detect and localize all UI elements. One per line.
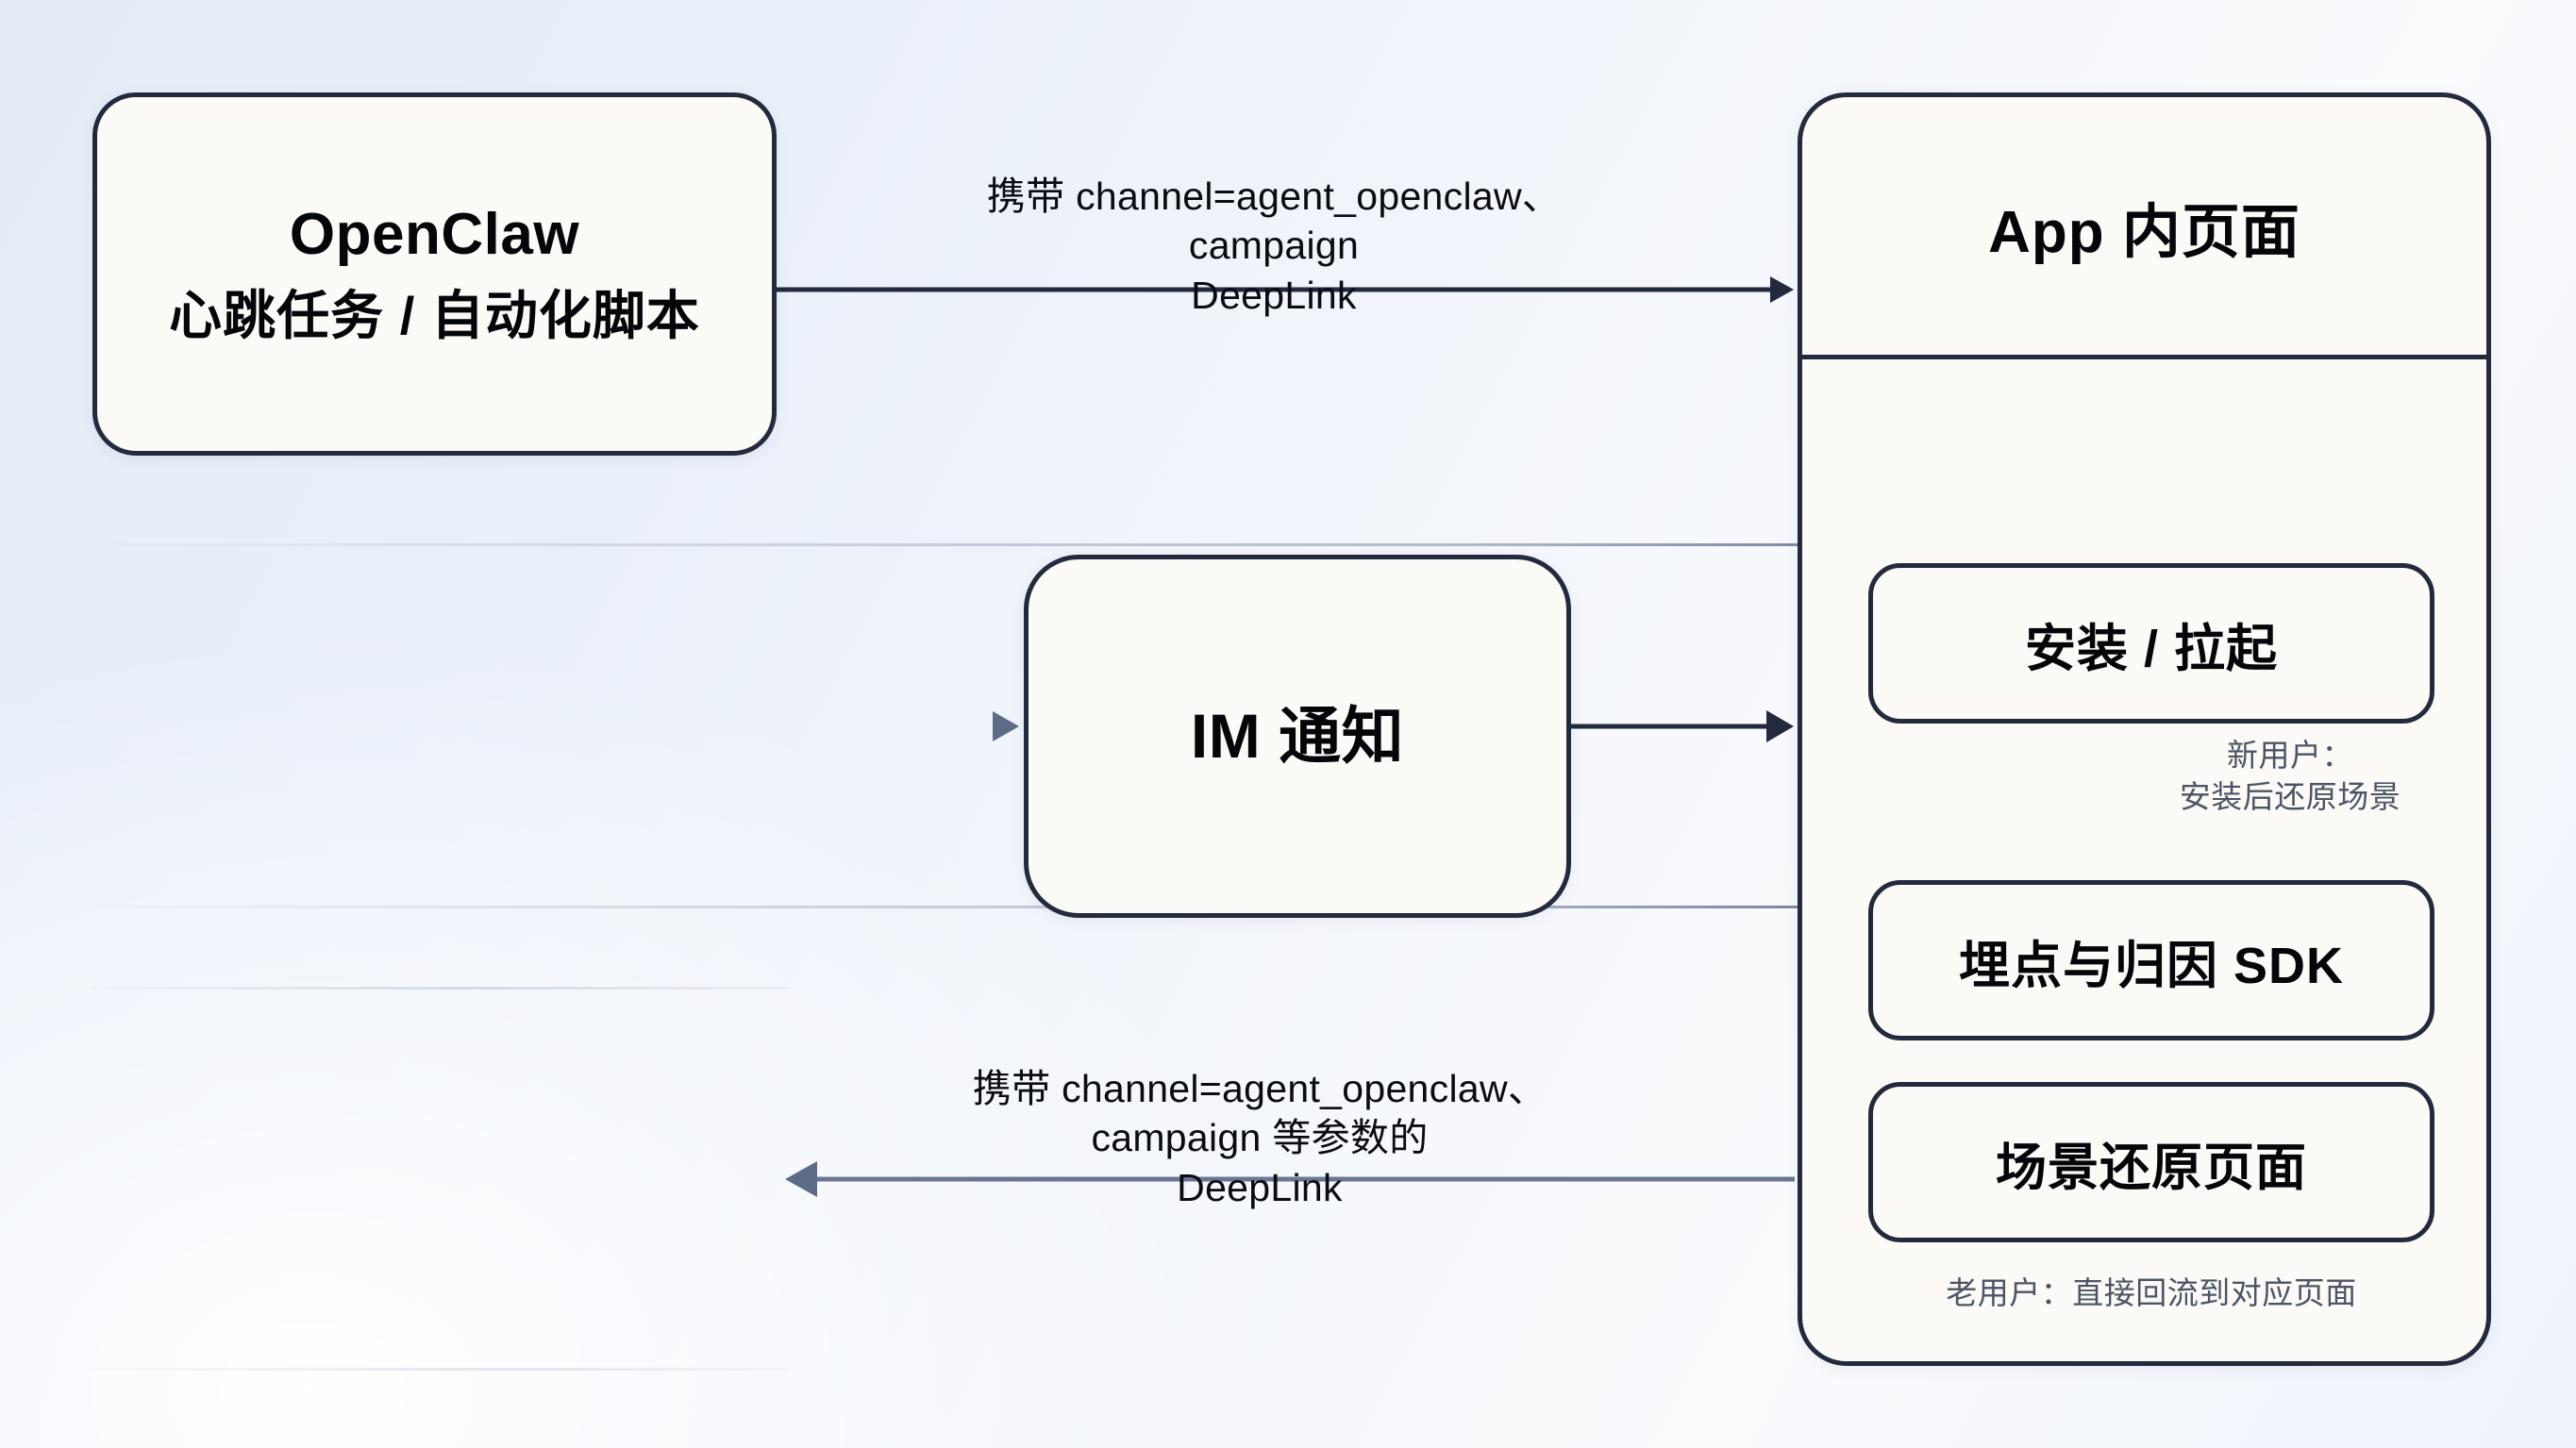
caption-old-user: 老用户：直接回流到对应页面 xyxy=(1946,1275,2357,1310)
edge-ghost-to-im xyxy=(396,711,1019,741)
sub-node-scene-restore-page[interactable]: 场景还原页面 xyxy=(1868,1082,2434,1242)
sub-node-tracking-sdk[interactable]: 埋点与归因 SDK xyxy=(1868,880,2434,1040)
node-im-notification[interactable]: IM 通知 xyxy=(1024,555,1571,918)
decor-line-2 xyxy=(92,906,1829,908)
sub-node-install-launch[interactable]: 安装 / 拉起 xyxy=(1868,563,2434,724)
edge-label-app-to-left: 携带 channel=agent_openclaw、 campaign 等参数的… xyxy=(972,1067,1547,1209)
app-container-header: App 内页面 xyxy=(1988,199,2300,265)
node-im-title: IM 通知 xyxy=(1190,700,1405,771)
decor-line-1 xyxy=(92,543,1857,546)
caption-new-user: 新用户： 安装后还原场景 xyxy=(2179,738,2401,814)
edge-label-openclaw-to-app: 携带 channel=agent_openclaw、 campaign Deep… xyxy=(986,175,1562,317)
node-openclaw-subtitle: 心跳任务 / 自动化脚本 xyxy=(169,286,700,346)
node-openclaw-title: OpenClaw xyxy=(289,202,580,268)
app-container-divider xyxy=(1802,355,2486,359)
decor-line-4 xyxy=(92,1368,791,1371)
decor-line-3 xyxy=(92,987,791,990)
node-openclaw[interactable]: OpenClaw 心跳任务 / 自动化脚本 xyxy=(92,92,777,456)
node-app-container[interactable]: App 内页面 安装 / 拉起 新用户： 安装后还原场景 埋点与归因 SDK 场… xyxy=(1798,92,2491,1366)
edge-im-to-app xyxy=(1571,710,1794,742)
